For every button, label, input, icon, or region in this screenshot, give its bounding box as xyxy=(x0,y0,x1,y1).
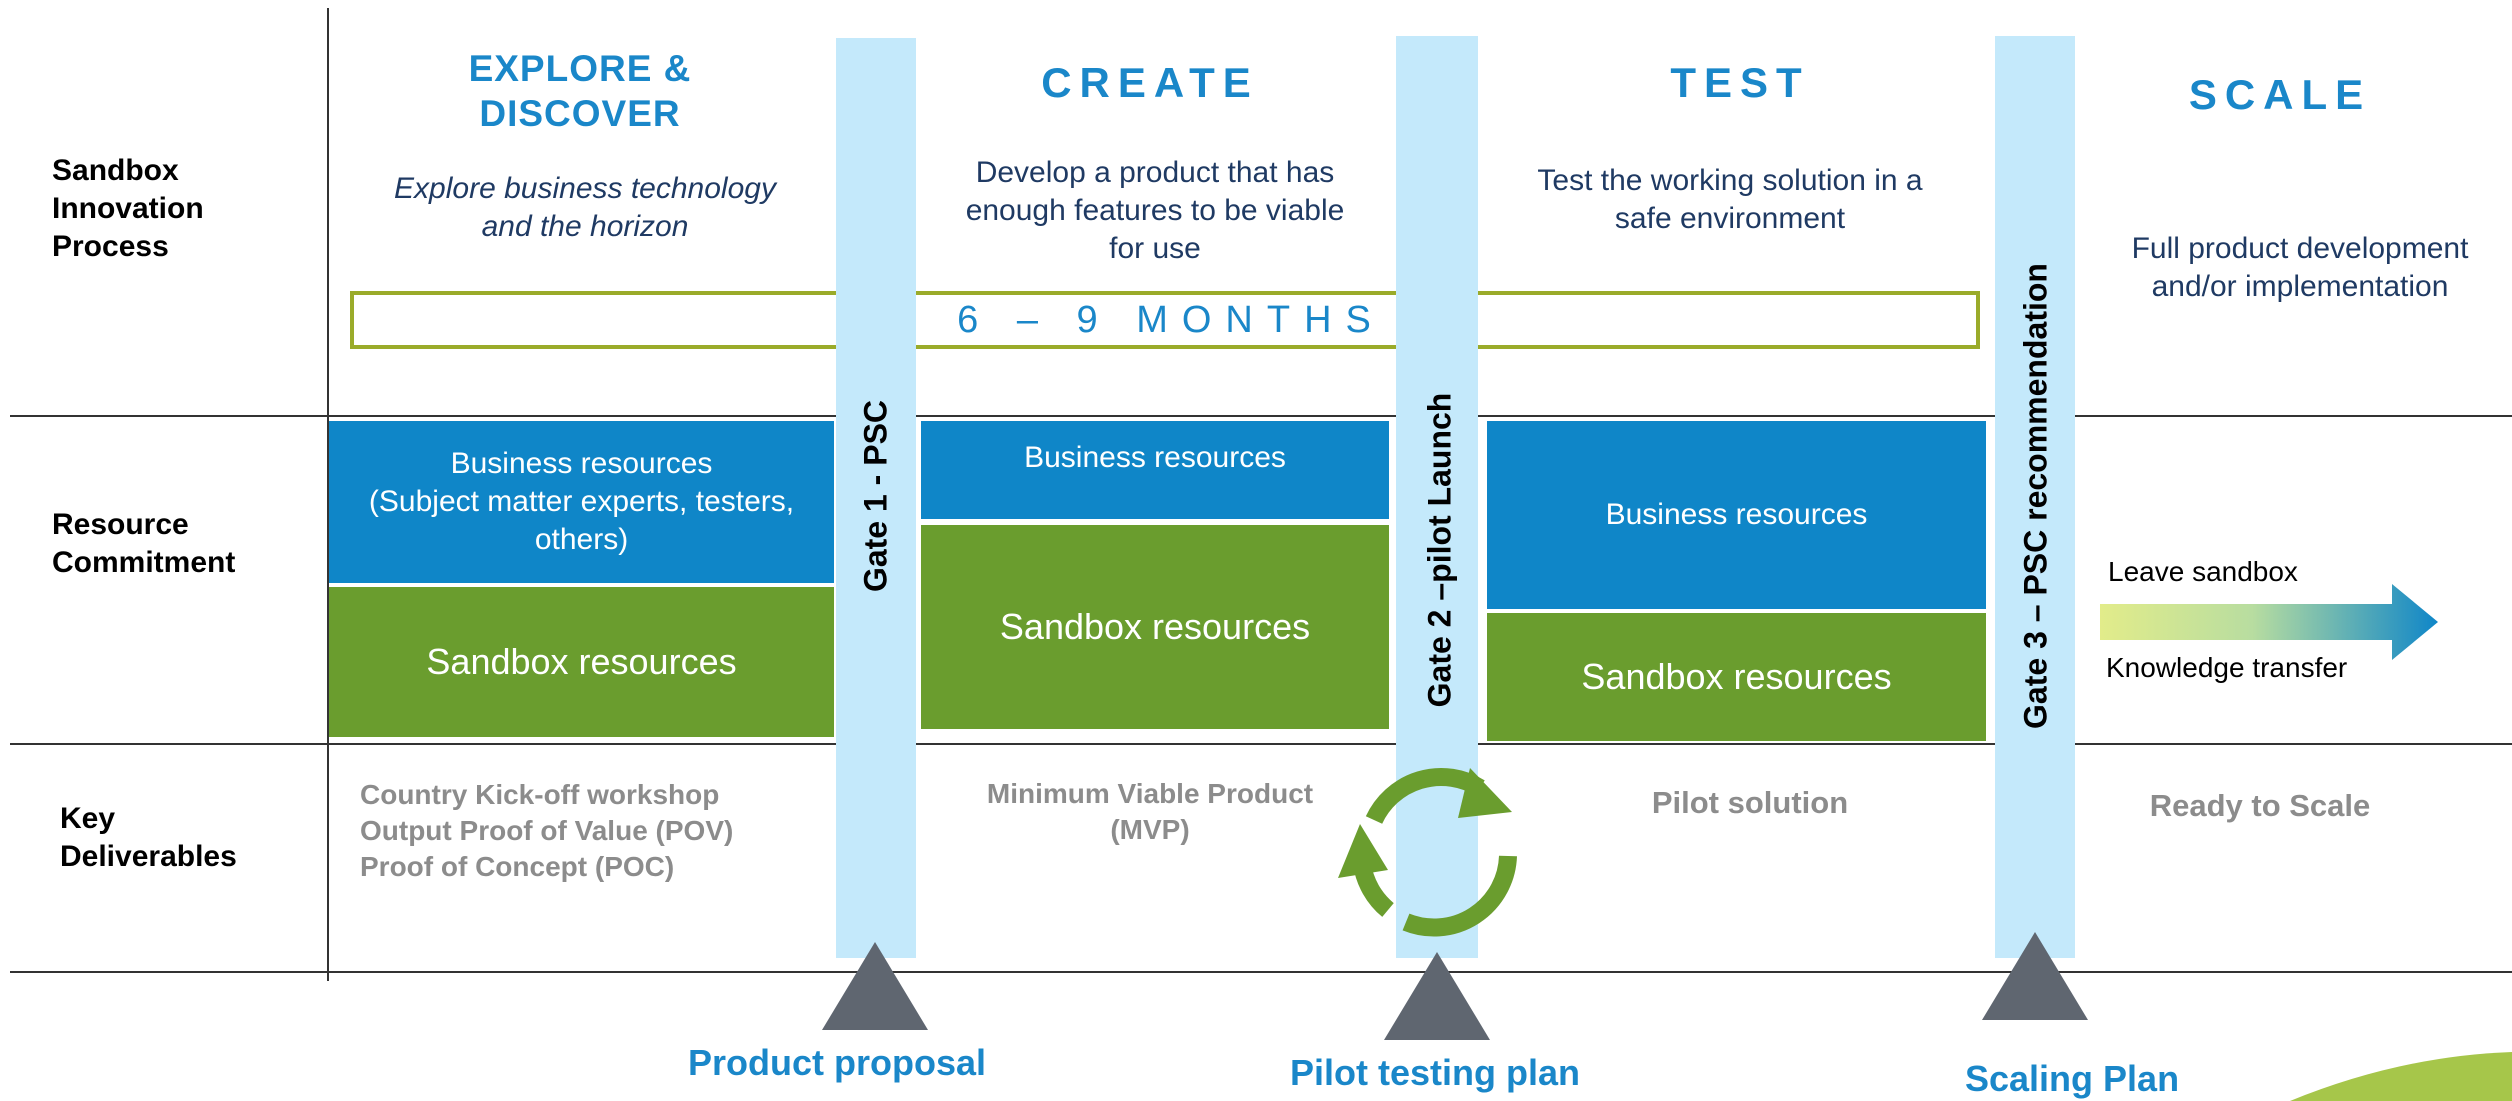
gate3-label: Gate 3 – PSC recommendation xyxy=(2017,263,2054,729)
phase-desc-create: Develop a product that has enough featur… xyxy=(965,156,1345,265)
phase-title-scale: SCALE xyxy=(2188,71,2372,118)
explore-sandbox-resources: Sandbox resources xyxy=(329,587,834,737)
gate2-marker-triangle-icon xyxy=(1384,952,1490,1040)
gradient-arrow-icon xyxy=(2100,584,2438,660)
phase-title-test: TEST xyxy=(1670,59,1810,106)
row-label-process: Sandbox Innovation Process xyxy=(52,154,204,263)
gate2-label: Gate 2 –pilot Launch xyxy=(1421,392,1458,708)
create-business-resources: Business resources xyxy=(921,421,1389,519)
row-label-deliverables: Key Deliverables xyxy=(60,802,237,873)
plan-product-proposal: Product proposal xyxy=(688,1042,987,1083)
deliverable-create: Minimum Viable Product (MVP) xyxy=(986,778,1314,845)
phase-desc-test: Test the working solution in a safe envi… xyxy=(1537,164,1923,235)
green-swoosh-decoration xyxy=(2290,1052,2512,1101)
timeline-label: 6 – 9 MONTHS xyxy=(957,298,1385,341)
plan-pilot-testing: Pilot testing plan xyxy=(1290,1052,1581,1093)
test-sandbox-resources: Sandbox resources xyxy=(1487,613,1986,741)
row-label-divider xyxy=(327,8,329,981)
phase-desc-scale: Full product development and/or implemen… xyxy=(2131,232,2469,303)
phase-title-explore: EXPLORE & DISCOVER xyxy=(468,48,692,134)
explore-business-resources: Business resources (Subject matter exper… xyxy=(329,421,834,583)
gate1-marker-triangle-icon xyxy=(822,942,928,1030)
row-divider-2 xyxy=(10,743,2512,745)
leave-sandbox-label: Leave sandbox xyxy=(2108,556,2298,587)
row-label-resource: Resource Commitment xyxy=(52,508,236,579)
create-sandbox-resources: Sandbox resources xyxy=(921,525,1389,729)
deliverable-explore: Country Kick-off workshop Output Proof o… xyxy=(360,779,734,882)
deliverable-scale: Ready to Scale xyxy=(2149,788,2371,823)
gate1-label: Gate 1 - PSC xyxy=(857,399,894,593)
cycle-arrows-icon xyxy=(1338,768,1517,937)
knowledge-transfer-label: Knowledge transfer xyxy=(2106,652,2348,683)
row-divider-3 xyxy=(10,971,2512,973)
test-business-resources: Business resources xyxy=(1487,421,1986,609)
gate3-marker-triangle-icon xyxy=(1982,932,2088,1020)
plan-scaling: Scaling Plan xyxy=(1965,1058,2180,1099)
phase-desc-explore: Explore business technology and the hori… xyxy=(394,172,776,243)
phase-title-create: CREATE xyxy=(1041,59,1259,106)
row-divider-1 xyxy=(10,415,2512,417)
gate1-bar xyxy=(836,38,916,958)
timeline-box: ← 6 – 9 MONTHS → xyxy=(350,291,1980,349)
deliverable-test: Pilot solution xyxy=(1651,785,1849,820)
gate3-bar xyxy=(1995,36,2075,958)
